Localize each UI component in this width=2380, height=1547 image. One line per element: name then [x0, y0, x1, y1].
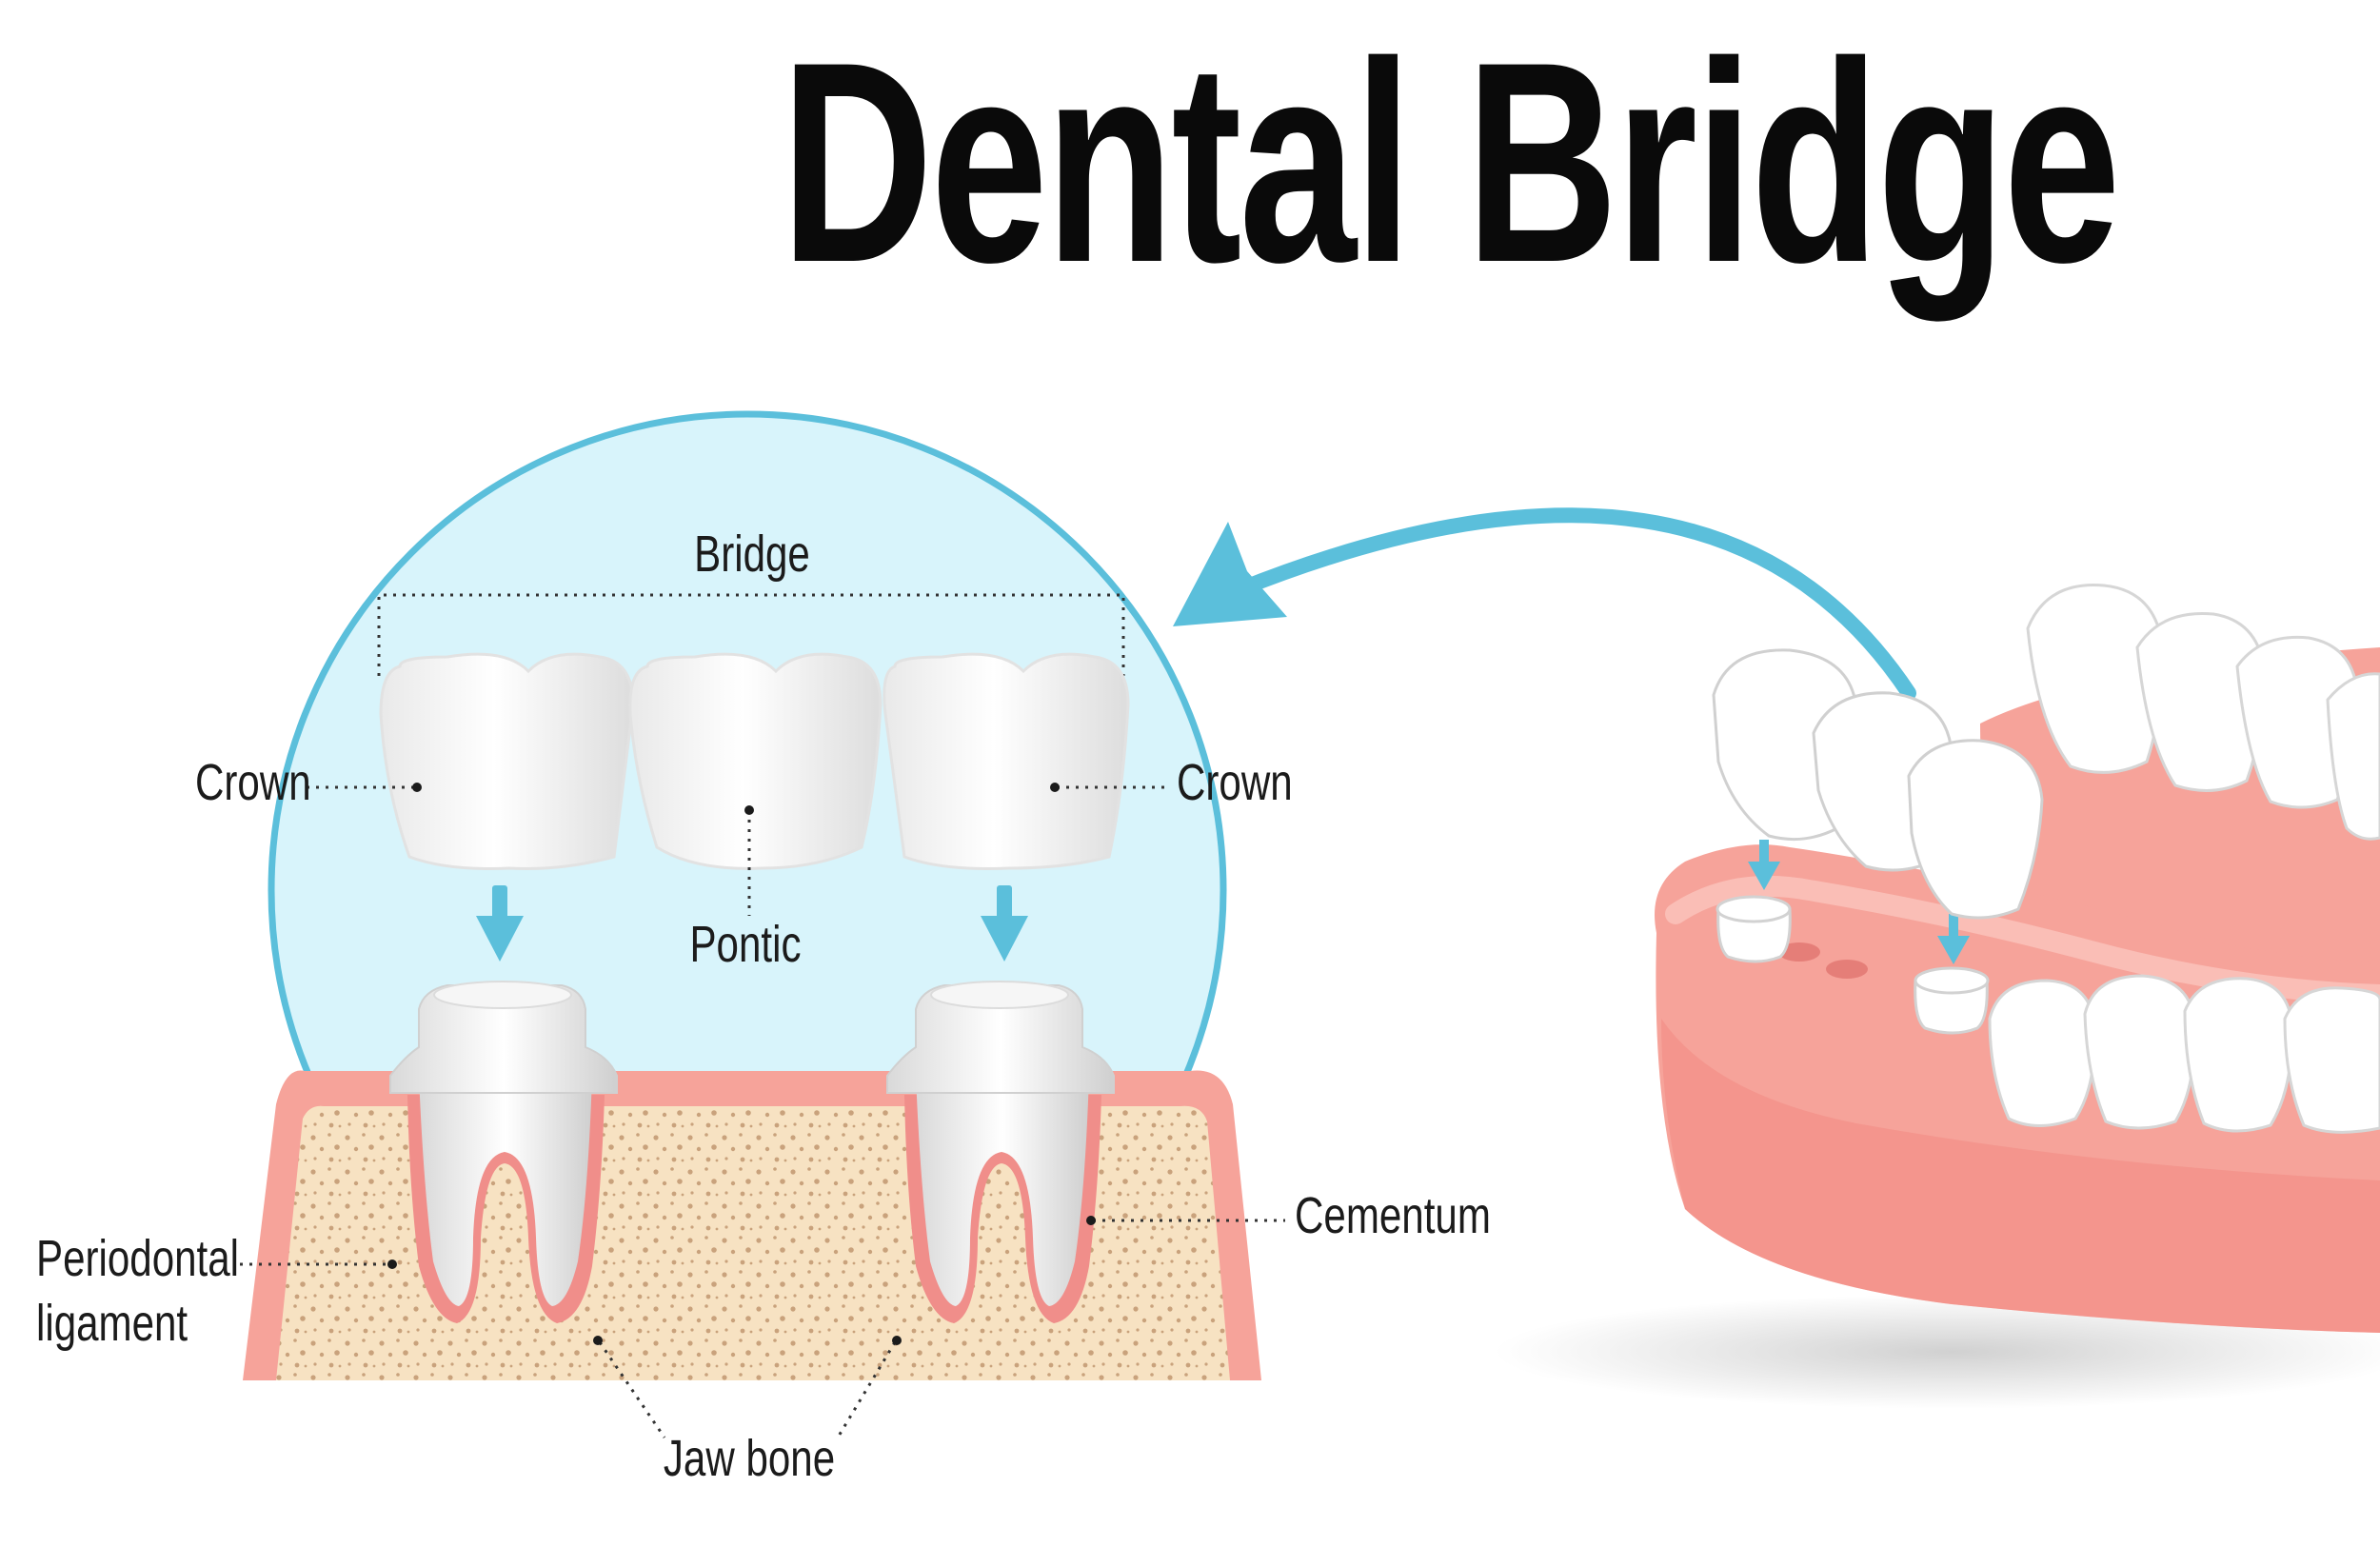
model-abutment-left: [1716, 895, 1792, 963]
page-title: Dental Bridge: [781, 2, 2121, 322]
label-cementum: Cementum: [1295, 1187, 1491, 1244]
model-bridge: [1712, 648, 2044, 920]
jaw-model: [1495, 584, 2380, 1409]
curved-arrow-icon: [1173, 507, 1916, 701]
down-arrow-icon: [476, 885, 524, 962]
back-teeth: [2026, 584, 2380, 841]
label-bridge: Bridge: [694, 526, 810, 583]
label-pontic: Pontic: [689, 916, 801, 973]
down-arrow-icon: [981, 885, 1028, 962]
abutment-tooth-right: [886, 981, 1115, 1323]
bridge-bracket: [377, 593, 1125, 676]
abutment-tooth-left: [389, 981, 618, 1323]
front-teeth: [1988, 974, 2380, 1134]
crown-right-tooth: [883, 652, 1130, 870]
model-abutment-right: [1914, 966, 1990, 1035]
label-crown-left: Crown: [195, 754, 311, 811]
pontic-tooth: [628, 652, 883, 870]
down-arrow-icon: [1937, 914, 1970, 964]
label-periodontal: Periodontal: [36, 1230, 239, 1287]
leader-dots: [387, 783, 1096, 1345]
label-ligament: ligament: [36, 1295, 188, 1352]
jaw-section: [243, 1070, 1261, 1380]
label-jaw-bone: Jaw bone: [664, 1430, 835, 1487]
bridge-crowns: [379, 652, 1130, 870]
label-crown-right: Crown: [1177, 754, 1293, 811]
crown-left-tooth: [379, 652, 635, 870]
down-arrow-icon: [1748, 840, 1780, 890]
leader-lines: [240, 785, 1285, 1438]
